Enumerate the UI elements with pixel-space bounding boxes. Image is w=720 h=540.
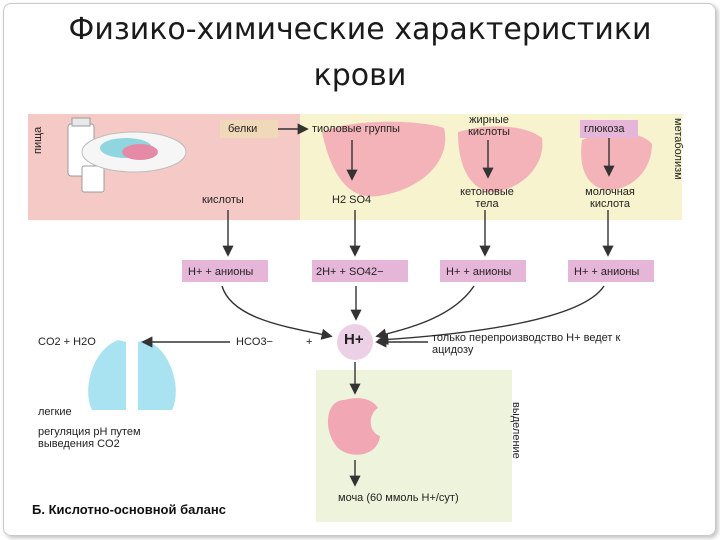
fat-tissue-shape (458, 126, 543, 192)
plus-sign: + (306, 336, 313, 348)
proteins-label: белки (228, 123, 258, 135)
arrow-ion1-h (221, 285, 333, 340)
thiol-groups-label: тиоловые группы (312, 123, 400, 135)
ion-box-1 (182, 260, 268, 282)
proteins-box (220, 120, 278, 138)
urine-label: моча (60 ммоль H+/сут) (338, 492, 459, 504)
excretion-label: выделение (510, 402, 522, 459)
ion-label-1: H+ + анионы (188, 266, 254, 278)
ion-label-2: 2H+ + SO42− (316, 266, 384, 278)
food-label: пища (32, 126, 44, 154)
metabolism-label: метаболизм (672, 118, 684, 180)
glucose-box (580, 120, 638, 138)
h-center-label: H+ (344, 331, 364, 348)
glucose-label: глюкоза (584, 123, 625, 135)
muscle-shape (581, 132, 652, 190)
ketone-bodies-label: кетоновые тела (460, 186, 514, 210)
co2-h2o-label: CO2 + H2O (38, 336, 96, 348)
acids-label: кислоты (202, 194, 244, 206)
lungs-label: легкие (38, 406, 72, 418)
ion-box-2 (312, 260, 408, 282)
regulation-label: регуляция pH путем выведения CO2 (38, 426, 141, 450)
ion-label-4: H+ + анионы (574, 266, 640, 278)
h2so4-label: H2 SO4 (332, 194, 372, 206)
slide-frame (3, 3, 716, 536)
ion-box-4 (568, 260, 654, 282)
arrow-ion3-h (375, 285, 475, 340)
ion-label-3: H+ + анионы (446, 266, 512, 278)
arrow-ion4-h (377, 285, 605, 346)
slide-title-line-1: Физико-химические характеристики (68, 12, 652, 47)
h-center-node (337, 324, 373, 360)
kidney-shape (327, 398, 380, 455)
hco3-label: HCO3− (236, 336, 273, 348)
slide-title-line-2: крови (313, 58, 407, 93)
overproduction-label: только перепроизводство H+ ведет к ацидо… (432, 332, 621, 356)
acid-base-diagram: пища метаболизм выделение белки тиоловые… (22, 110, 702, 528)
diagram-caption: Б. Кислотно-основной баланс (32, 502, 226, 517)
fatty-acids-label: жирные кислоты (468, 114, 510, 138)
lungs-shape (88, 340, 176, 410)
food-illustration (67, 117, 187, 193)
lactic-acid-label: молочная кислота (585, 186, 635, 210)
ion-box-3 (440, 260, 526, 282)
diagram-graphics (28, 114, 682, 522)
